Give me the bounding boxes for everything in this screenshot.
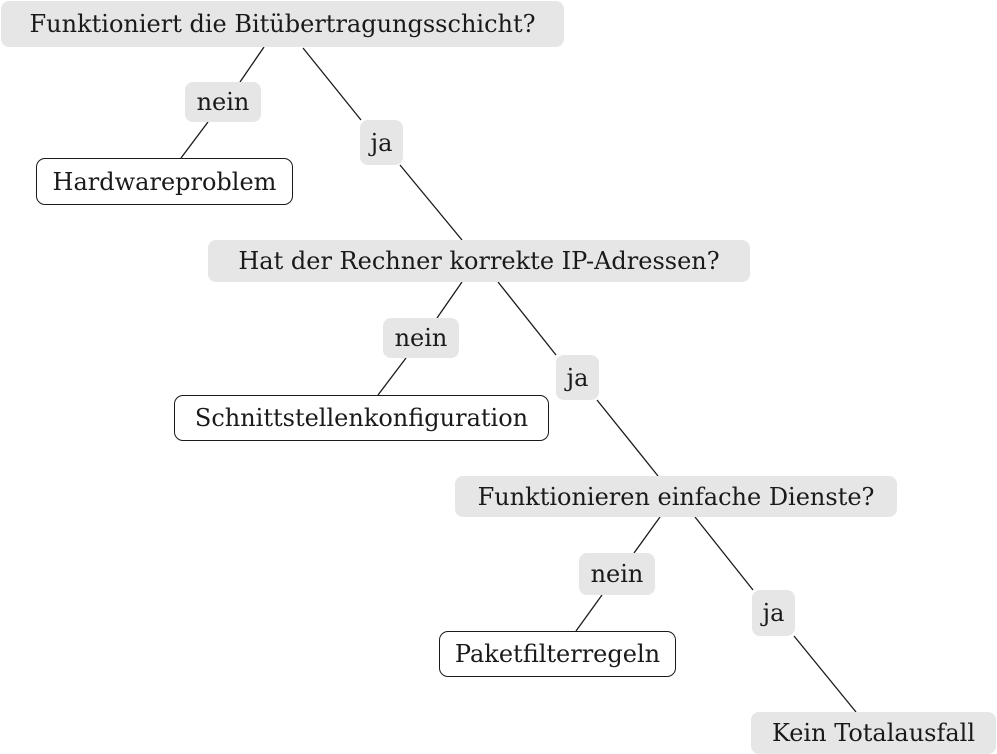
question-simple-services-text: Funktionieren einfache Dienste? xyxy=(477,482,875,511)
edge-q1-no-upper xyxy=(239,46,265,83)
outcome-hardware-problem-text: Hardwareproblem xyxy=(52,167,277,196)
outcome-no-total-failure: Kein Totalausfall xyxy=(751,712,996,754)
question-ip-addresses: Hat der Rechner korrekte IP-Adressen? xyxy=(208,240,750,282)
outcome-packet-filter-text: Paketfilterregeln xyxy=(454,640,661,668)
edge-q1-no-lower xyxy=(180,121,209,159)
question-physical-layer-text: Funktioniert die Bitübertragungsschicht? xyxy=(29,10,536,38)
edge-label-q2-no: nein xyxy=(383,318,459,358)
edge-q2-yes-lower xyxy=(596,399,659,477)
outcome-interface-config-text: Schnittstellenkonfiguration xyxy=(194,404,529,432)
edge-q3-yes-lower xyxy=(793,635,857,713)
question-ip-addresses-text: Hat der Rechner korrekte IP-Adressen? xyxy=(238,247,720,275)
outcome-no-total-failure-text: Kein Totalausfall xyxy=(771,719,976,747)
question-physical-layer: Funktioniert die Bitübertragungsschicht? xyxy=(1,1,564,47)
edge-label-q3-yes: ja xyxy=(752,590,795,636)
edge-q1-yes-upper xyxy=(302,47,362,121)
edge-label-q1-yes: ja xyxy=(360,120,403,165)
edge-q2-yes-upper xyxy=(497,281,557,356)
outcome-interface-config: Schnittstellenkonfiguration xyxy=(174,395,549,441)
edge-q2-no-upper xyxy=(436,281,463,319)
edge-q3-no-lower xyxy=(575,594,603,632)
outcome-packet-filter: Paketfilterregeln xyxy=(439,631,676,677)
edge-label-q3-no: nein xyxy=(579,553,655,595)
edge-q1-yes-lower xyxy=(399,164,463,241)
question-simple-services: Funktionieren einfache Dienste? xyxy=(455,476,897,517)
edge-q3-yes-upper xyxy=(694,516,754,591)
edge-label-q1-no: nein xyxy=(185,82,261,122)
edge-q2-no-lower xyxy=(377,357,407,396)
edge-q3-no-upper xyxy=(633,516,661,554)
edge-label-q2-yes: ja xyxy=(556,355,599,400)
outcome-hardware-problem: Hardwareproblem xyxy=(36,158,293,205)
